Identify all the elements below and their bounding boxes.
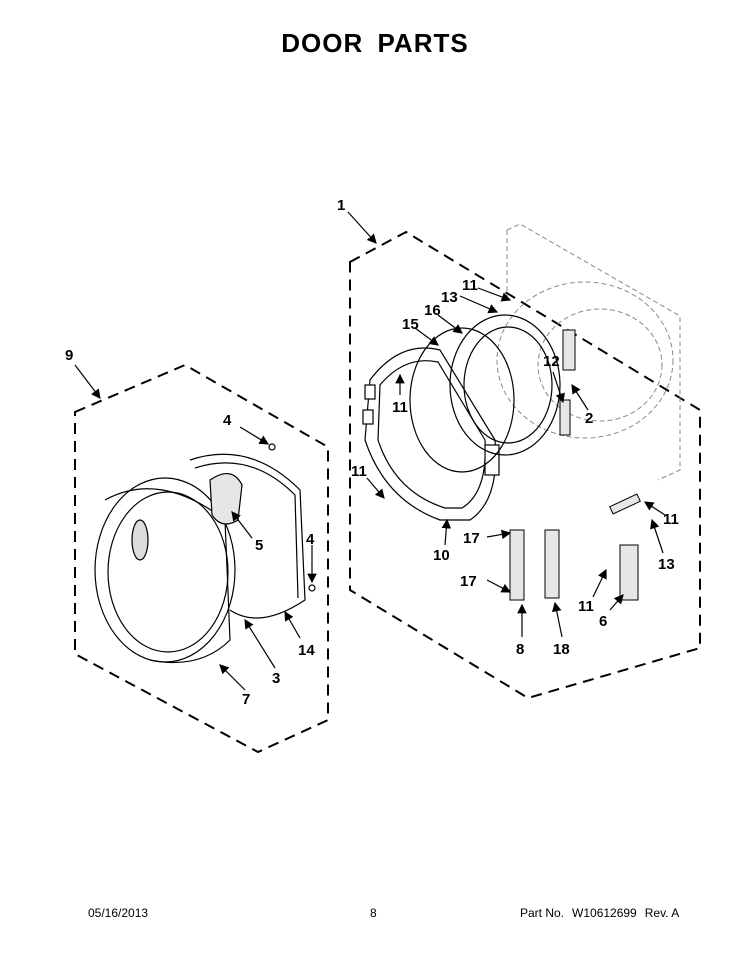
door-ring-part-3	[189, 453, 306, 619]
callout-18: 18	[553, 641, 570, 658]
outer-door-assembly-boundary	[74, 363, 329, 754]
callout-11b: 11	[392, 399, 408, 416]
strike-part-12	[559, 329, 576, 436]
leader-11c	[366, 477, 385, 499]
hinge-shim-part-18	[544, 529, 560, 599]
callout-8: 8	[516, 641, 524, 658]
leader-17b	[486, 579, 512, 593]
bracket-part-13	[609, 493, 641, 515]
leader-7	[219, 664, 246, 691]
callout-16: 16	[424, 302, 441, 319]
leader-4a	[239, 426, 270, 445]
leader-12	[552, 371, 565, 404]
footer-page-number: 8	[370, 906, 377, 920]
callout-10: 10	[433, 547, 450, 564]
screw-part-4	[268, 443, 316, 592]
door-seal-part-15	[409, 327, 515, 473]
revision: Rev. A	[644, 906, 680, 920]
callout-11c: 11	[351, 463, 367, 480]
leader-13b	[650, 518, 664, 554]
callout-9: 9	[65, 347, 73, 364]
leader-11a	[477, 287, 512, 302]
leader-2	[571, 383, 589, 411]
leader-11e	[592, 568, 607, 598]
inner-frame-part-10	[362, 347, 500, 521]
footer-part-number: Part No. W10612699 Rev. A	[520, 906, 687, 920]
leader-17a	[486, 529, 512, 540]
leader-9	[74, 364, 101, 399]
callout-17a: 17	[463, 530, 480, 547]
callout-11e: 11	[578, 598, 594, 615]
callout-13b: 13	[658, 556, 675, 573]
callout-5: 5	[255, 537, 263, 554]
handle-part-5	[209, 473, 243, 525]
leader-11d	[643, 501, 666, 516]
callout-13a: 13	[441, 289, 458, 306]
callout-12: 12	[543, 353, 560, 370]
footer-date: 05/16/2013	[88, 906, 149, 920]
leader-10	[441, 518, 452, 546]
leader-6	[609, 594, 624, 611]
callout-4a: 4	[223, 412, 232, 429]
leader-18	[551, 601, 563, 638]
callout-6: 6	[599, 613, 607, 630]
leader-5	[231, 511, 253, 539]
callout-4b: 4	[306, 531, 315, 548]
callout-11a: 11	[462, 277, 478, 294]
callout-2: 2	[585, 410, 593, 427]
cabinet-phantom	[496, 223, 681, 481]
leader-15	[414, 327, 439, 346]
callout-7: 7	[242, 691, 250, 708]
callout-17b: 17	[460, 573, 477, 590]
leader-16	[437, 314, 463, 334]
callout-15: 15	[402, 316, 419, 333]
leader-14	[284, 610, 301, 639]
leader-1	[347, 211, 377, 244]
part-no: W10612699	[572, 906, 637, 920]
page-title: DOOR PARTS	[281, 28, 469, 58]
callout-14: 14	[298, 642, 315, 659]
part-label: Part No.	[520, 906, 565, 920]
callout-1: 1	[337, 197, 345, 214]
inner-door-assembly-boundary	[349, 230, 701, 700]
callout-11d: 11	[663, 511, 679, 528]
callout-3: 3	[272, 670, 280, 687]
leader-13a	[459, 295, 499, 314]
hinge-part-8	[509, 529, 525, 601]
leader-3	[244, 618, 276, 669]
door-glass-part-16	[449, 314, 561, 456]
latch-cover-part-6	[619, 544, 639, 601]
